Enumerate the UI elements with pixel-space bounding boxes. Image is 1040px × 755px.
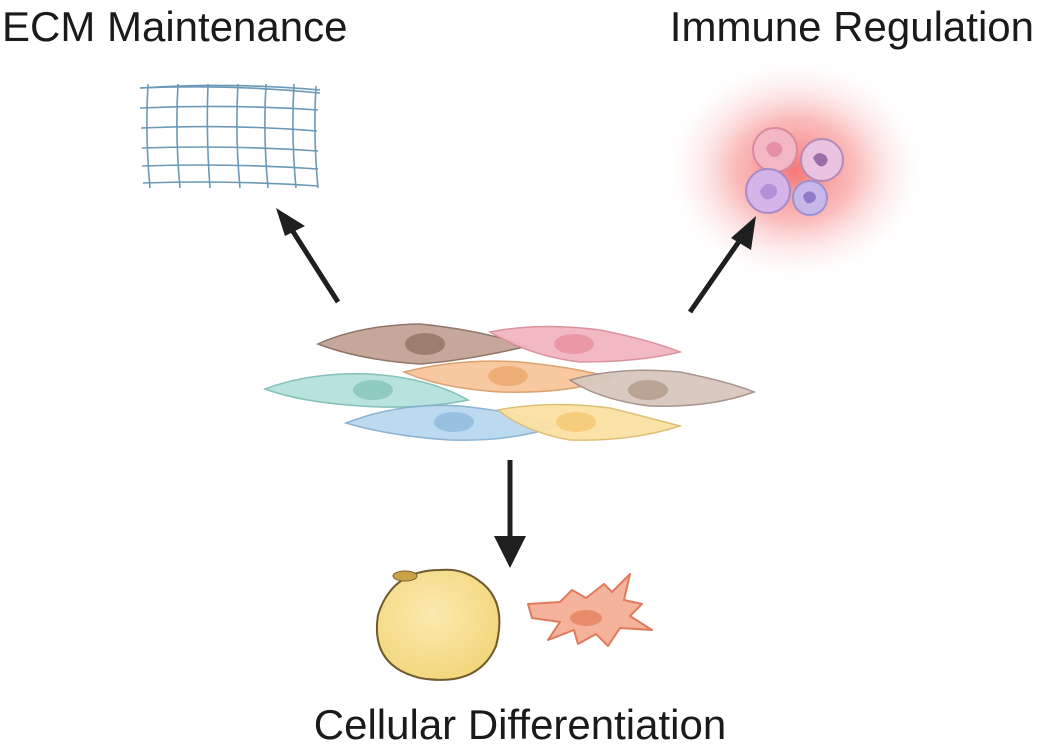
adipocyte-cell-icon: [375, 568, 501, 681]
immune-regulation-label: Immune Regulation: [669, 3, 1034, 50]
cellular-differentiation-label: Cellular Differentiation: [313, 701, 727, 748]
arrow-to-differentiation: [494, 460, 526, 568]
immune-cells-cluster-icon: [660, 55, 930, 285]
extracellular-matrix-mesh-icon: [139, 83, 321, 189]
fibroblast-cell-cluster-icon: [262, 323, 757, 441]
arrow-to-immune: [687, 216, 756, 314]
ecm-maintenance-label: ECM Maintenance: [2, 3, 348, 50]
myofibroblast-cell-icon: [527, 573, 653, 647]
arrow-to-ecm: [276, 208, 341, 304]
